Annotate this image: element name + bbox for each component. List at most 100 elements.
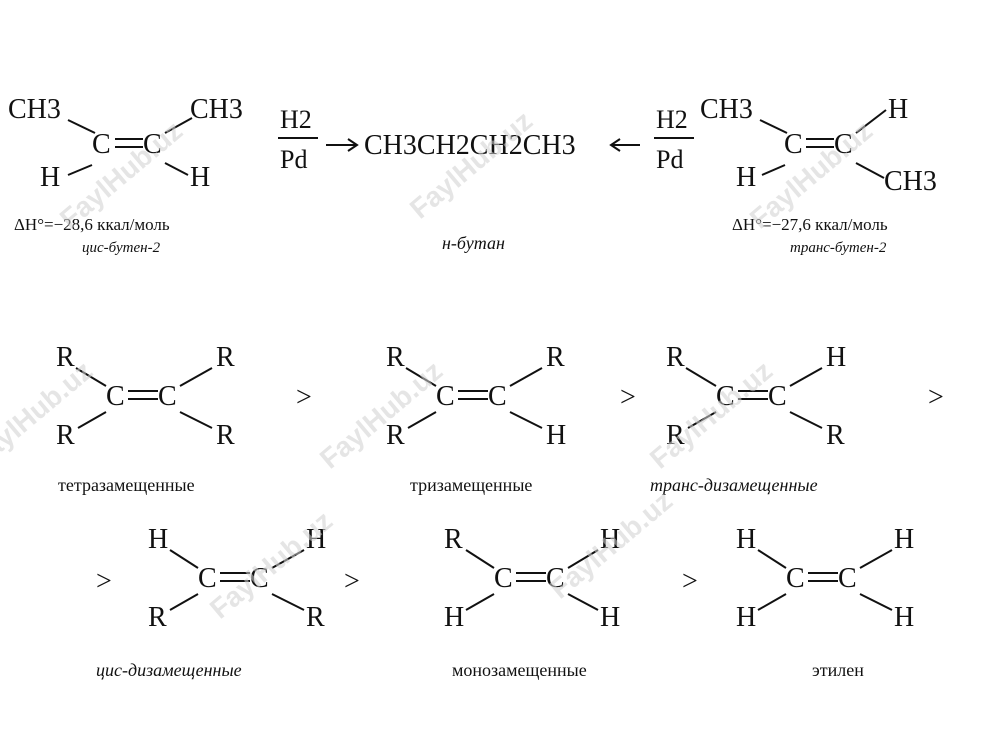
greater-than-3: >: [928, 382, 944, 413]
right-methyl-1: CH3: [700, 94, 753, 125]
watermark: FaylHub.uz: [544, 485, 678, 605]
bond: [75, 367, 107, 387]
trans-butene-2-structure: CH3 H H CH3 C C ΔH°=−27,6 ккал/моль тран…: [700, 94, 937, 256]
substituent-top-left: R: [386, 342, 405, 373]
substituent-bottom-right: H: [600, 602, 620, 633]
left-reagent-h2: H2: [280, 105, 312, 134]
bond: [509, 367, 543, 387]
cis-butene-2-structure: CH3 CH3 H H C C ΔH°=−28,6 ккал/моль цис-…: [8, 94, 243, 256]
substituent-top-left: H: [148, 524, 168, 555]
substituent-top-right: R: [546, 342, 565, 373]
right-hydrogen-1: H: [888, 94, 908, 125]
bond: [67, 119, 96, 134]
bond: [757, 549, 787, 569]
bond: [757, 593, 787, 611]
substituent-top-left: R: [444, 524, 463, 555]
substituent-bottom-left: R: [148, 602, 167, 633]
greater-than-5: >: [344, 566, 360, 597]
carbon-2: C: [488, 381, 507, 412]
bond: [789, 367, 823, 387]
bond: [567, 593, 599, 611]
watermark: FaylHub.uz: [314, 355, 448, 475]
right-methyl-2: CH3: [884, 166, 937, 197]
alkene-trans-disubstituted: R H R R C C: [666, 342, 846, 451]
left-enthalpy: ΔH°=−28,6 ккал/моль: [14, 215, 170, 234]
carbon-1: C: [436, 381, 455, 412]
right-carbon-2: C: [834, 129, 853, 160]
substituent-bottom-left: H: [444, 602, 464, 633]
substituent-bottom-left: R: [386, 420, 405, 451]
right-reagent-pd: Pd: [656, 145, 683, 174]
carbon-1: C: [716, 381, 735, 412]
substituent-top-right: R: [216, 342, 235, 373]
watermark: FaylHub.uz: [644, 355, 778, 475]
bond: [509, 411, 543, 429]
alkene-tetrasubstituted: R R R R C C: [56, 342, 235, 451]
bond: [407, 411, 437, 429]
substituent-bottom-right: R: [306, 602, 325, 633]
greater-than-6: >: [682, 566, 698, 597]
greater-than-2: >: [620, 382, 636, 413]
bond: [169, 549, 199, 569]
label-trans-disubstituted: транс-дизамещенные: [650, 475, 818, 495]
substituent-bottom-right: H: [546, 420, 566, 451]
substituent-bottom-right: R: [216, 420, 235, 451]
carbon-2: C: [250, 563, 269, 594]
watermark: FaylHub.uz: [0, 355, 98, 475]
label-cis-disubstituted: цис-дизамещенные: [96, 660, 242, 680]
right-enthalpy: ΔH°=−27,6 ккал/моль: [732, 215, 888, 234]
substituent-bottom-left: R: [56, 420, 75, 451]
substituent-top-right: H: [600, 524, 620, 555]
carbon-1: C: [494, 563, 513, 594]
left-compound-name: цис-бутен-2: [82, 240, 161, 256]
alkene-cis-disubstituted: H H R R C C: [148, 524, 326, 633]
bond: [169, 593, 199, 611]
bond: [164, 162, 189, 176]
bond: [77, 411, 107, 429]
carbon-1: C: [106, 381, 125, 412]
left-carbon-1: C: [92, 129, 111, 160]
greater-than-1: >: [296, 382, 312, 413]
bond: [271, 549, 305, 569]
right-reagent: H2 Pd: [654, 105, 694, 174]
substituent-bottom-left: R: [666, 420, 685, 451]
bond: [859, 549, 893, 569]
substituent-bottom-left: H: [736, 602, 756, 633]
greater-than-4: >: [96, 566, 112, 597]
bond: [761, 164, 786, 176]
bond: [567, 549, 599, 569]
bond: [855, 162, 885, 179]
left-arrow-icon: [609, 138, 640, 152]
right-carbon-1: C: [784, 129, 803, 160]
carbon-1: C: [786, 563, 805, 594]
bond: [855, 109, 887, 134]
watermark: FaylHub.uz: [404, 105, 538, 225]
left-hydrogen-2: H: [190, 162, 210, 193]
left-carbon-2: C: [143, 129, 162, 160]
left-methyl-2: CH3: [190, 94, 243, 125]
bond: [687, 411, 717, 429]
substituent-top-left: R: [666, 342, 685, 373]
substituent-top-left: R: [56, 342, 75, 373]
left-methyl-1: CH3: [8, 94, 61, 125]
right-hydrogen-2: H: [736, 162, 756, 193]
left-reagent-pd: Pd: [280, 145, 307, 174]
product-name: н-бутан: [442, 233, 505, 253]
bond: [179, 367, 213, 387]
substituent-top-left: H: [736, 524, 756, 555]
carbon-2: C: [158, 381, 177, 412]
right-reagent-h2: H2: [656, 105, 688, 134]
label-ethylene: этилен: [812, 660, 864, 680]
carbon-2: C: [546, 563, 565, 594]
carbon-1: C: [198, 563, 217, 594]
substituent-top-right: H: [826, 342, 846, 373]
alkene-trisubstituted: R R R H C C: [386, 342, 566, 451]
bond: [465, 549, 495, 569]
bond: [789, 411, 823, 429]
label-trisubstituted: тризамещенные: [410, 475, 532, 495]
bond: [271, 593, 305, 611]
bond: [164, 117, 193, 134]
left-hydrogen-1: H: [40, 162, 60, 193]
